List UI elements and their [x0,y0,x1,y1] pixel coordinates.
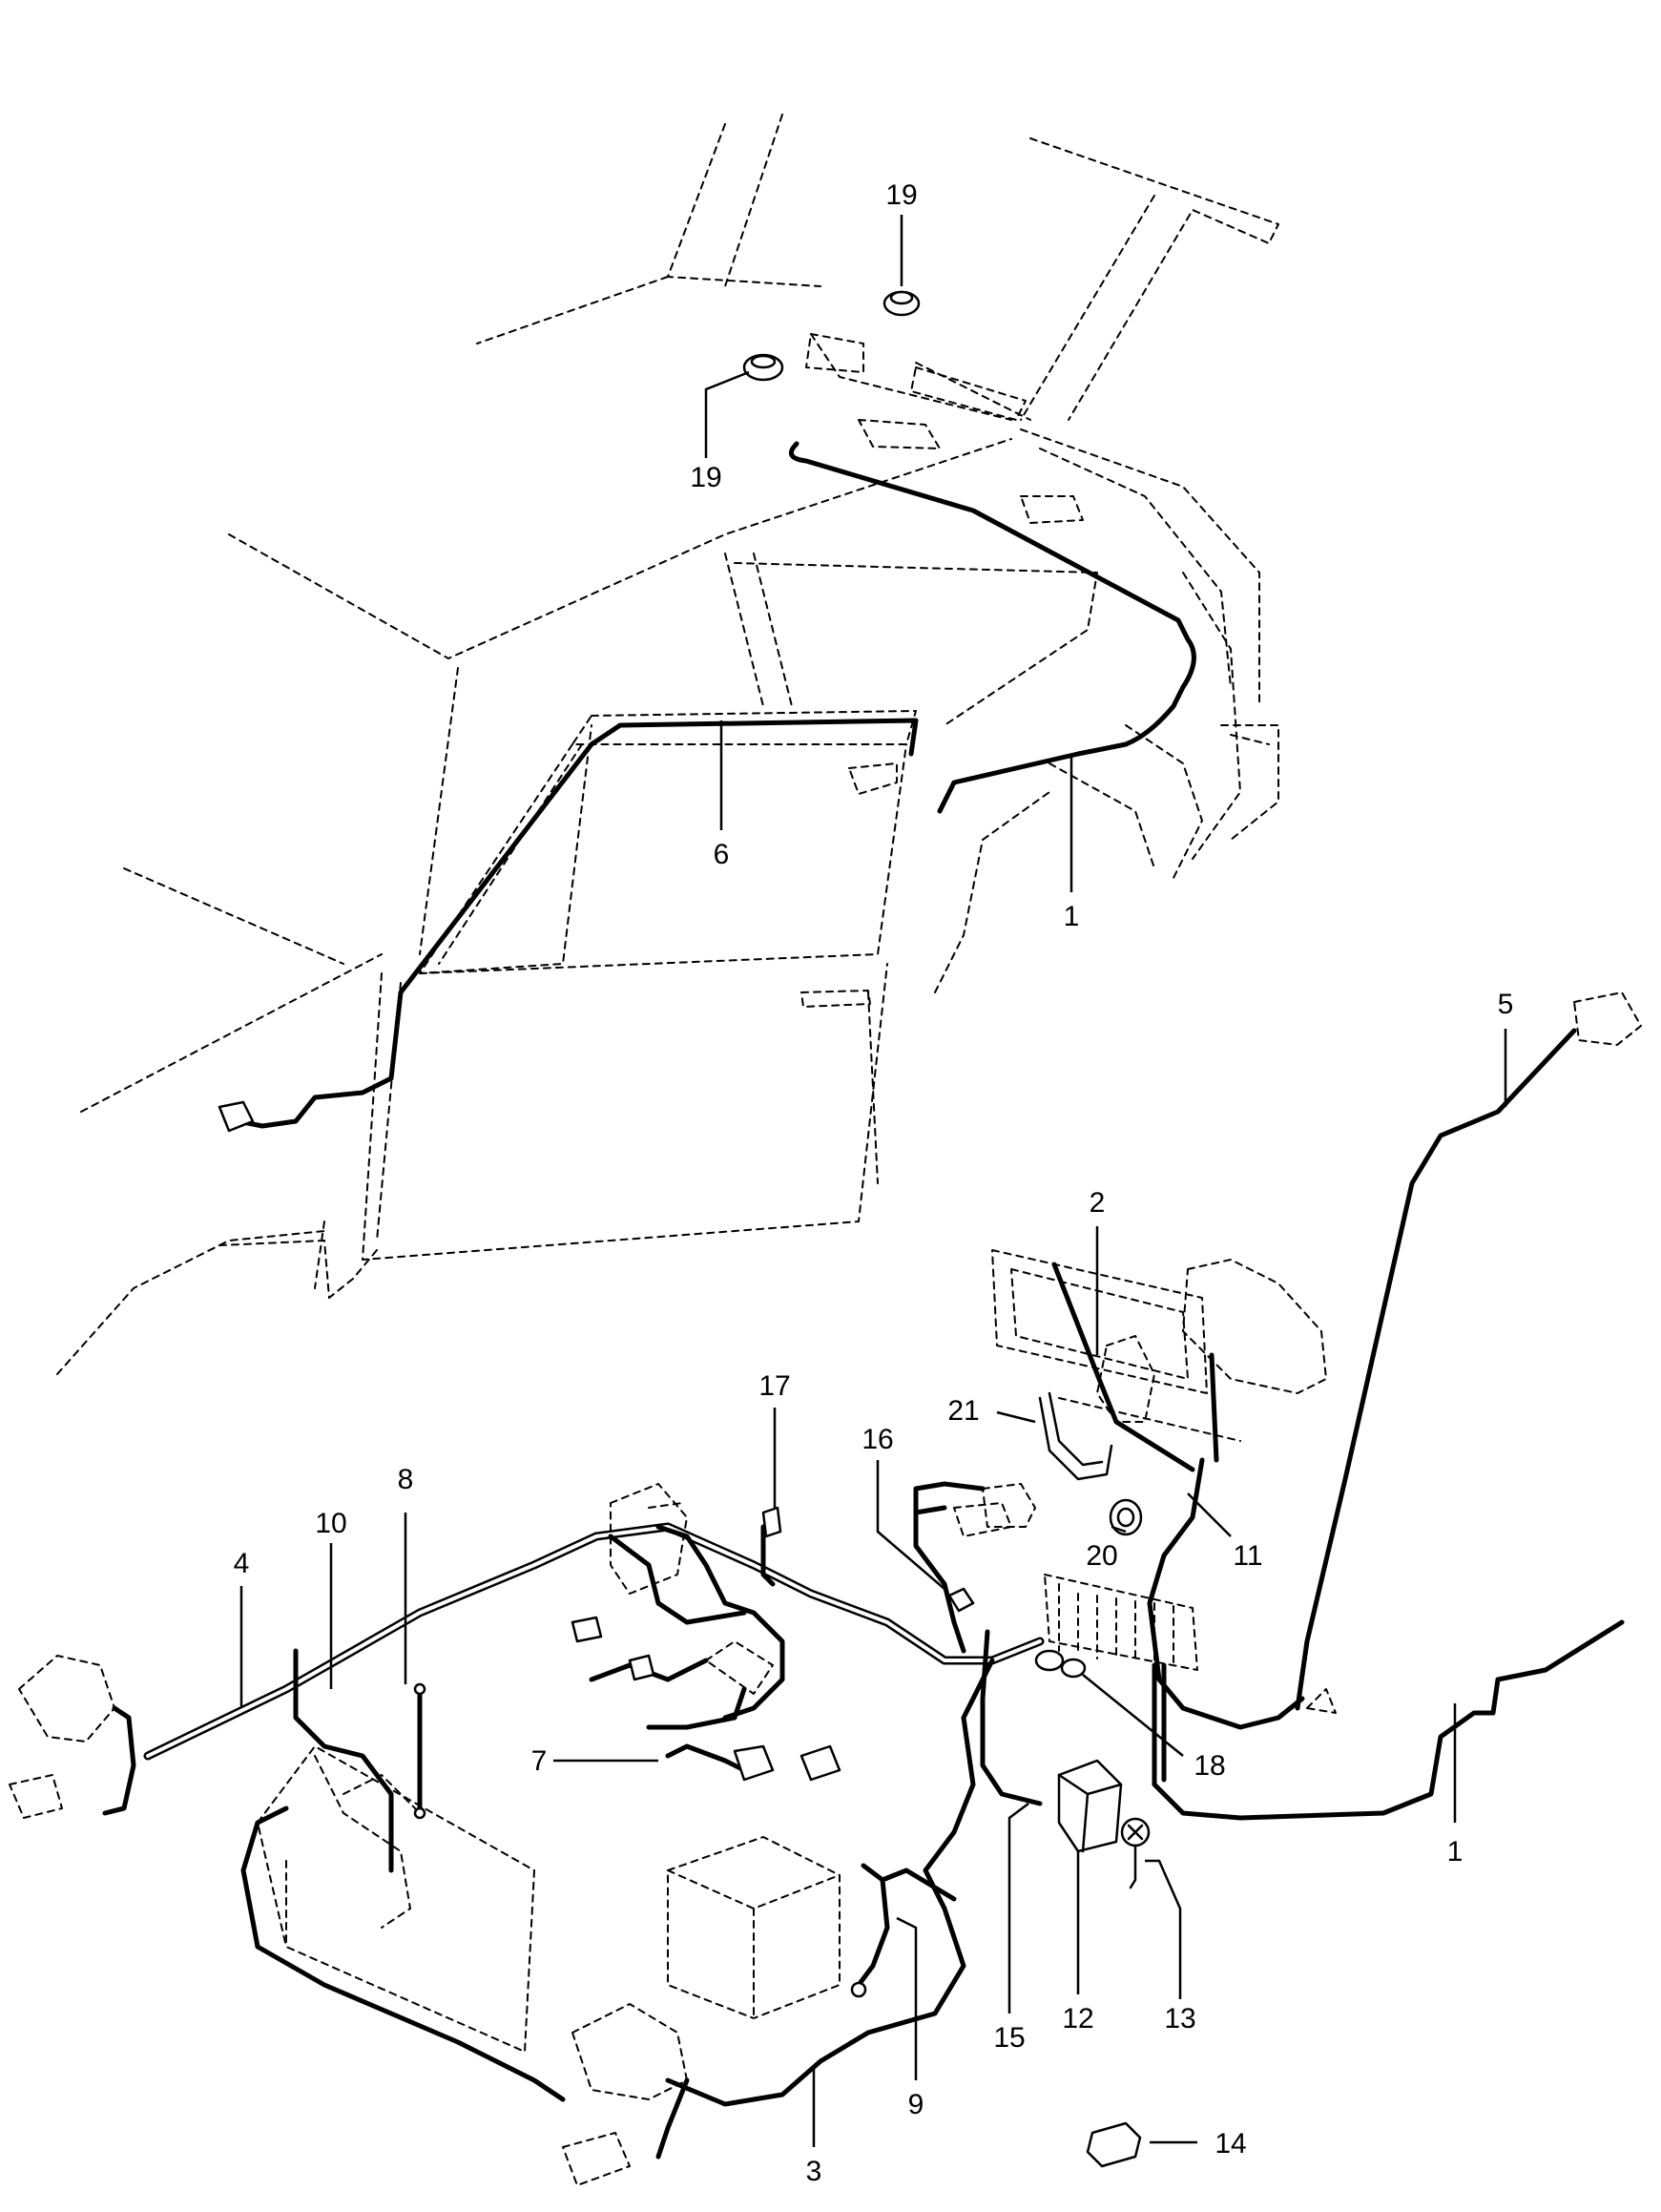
car-body-outline [56,114,1279,1375]
callout-15: 15 [993,2022,1025,2054]
roof-sockets [805,333,1084,524]
screw-13 [1120,1817,1151,1889]
harness-5 [1295,1028,1577,1711]
wiring-harnesses [102,441,1625,2160]
harness-4-bundle [143,1522,1045,1761]
callout-12: 12 [1062,2003,1093,2035]
callout-5: 5 [1498,989,1514,1020]
harness-10 [293,1648,394,1873]
callout-9: 9 [908,2089,924,2120]
callout-19-bottom: 19 [690,462,721,493]
callout-11: 11 [1233,1540,1262,1572]
harness-15 [980,1629,1043,1806]
harness-11 [1147,1457,1305,1730]
callout-19-top: 19 [885,179,917,211]
connector-door-plug [218,1100,255,1133]
callout-6: 6 [714,839,730,870]
callout-1-lower: 1 [1447,1836,1464,1868]
callout-4: 4 [234,1548,250,1579]
relay-12 [1057,1759,1123,1853]
clip-21 [1038,1391,1113,1481]
grommet-19-left [742,353,784,382]
callout-21: 21 [947,1395,979,1427]
callout-20: 20 [1086,1540,1117,1572]
fuse-box [1044,1574,1198,1671]
callout-14: 14 [1215,2128,1246,2160]
clip-18 [1034,1649,1087,1679]
engine-components [9,991,1642,2186]
callout-3: 3 [806,2156,822,2187]
battery-clamp [571,1616,841,1782]
bracket-14 [1086,2121,1142,2168]
grommet-20 [1109,1498,1143,1536]
harness-1-upper [788,441,1196,814]
leader-lines [239,215,1507,2147]
callout-1-upper: 1 [1064,901,1080,932]
grommet-19-right [882,290,921,317]
callout-16: 16 [862,1424,893,1455]
harness-3 [665,1658,995,2107]
connector-17 [761,1506,782,1538]
callout-2: 2 [1090,1187,1106,1219]
callout-13: 13 [1164,2003,1195,2035]
harness-6-door [236,718,919,1129]
harness-2 [1051,1262,1195,1472]
callout-18: 18 [1194,1750,1225,1782]
dashboard-outline [991,1249,1327,1442]
connector-16 [913,1481,1036,1613]
callout-labels: 19 19 6 1 5 2 21 16 17 8 10 4 20 11 7 18… [234,179,1514,2187]
harness-11b [1209,1352,1219,1463]
harness-1-lower [1152,1619,1625,1821]
callout-10: 10 [315,1508,346,1539]
callout-7: 7 [531,1745,548,1777]
callout-8: 8 [398,1464,414,1495]
callout-17: 17 [758,1370,790,1402]
connector-7 [733,1744,775,1782]
battery-cable-9 [856,1863,890,1988]
